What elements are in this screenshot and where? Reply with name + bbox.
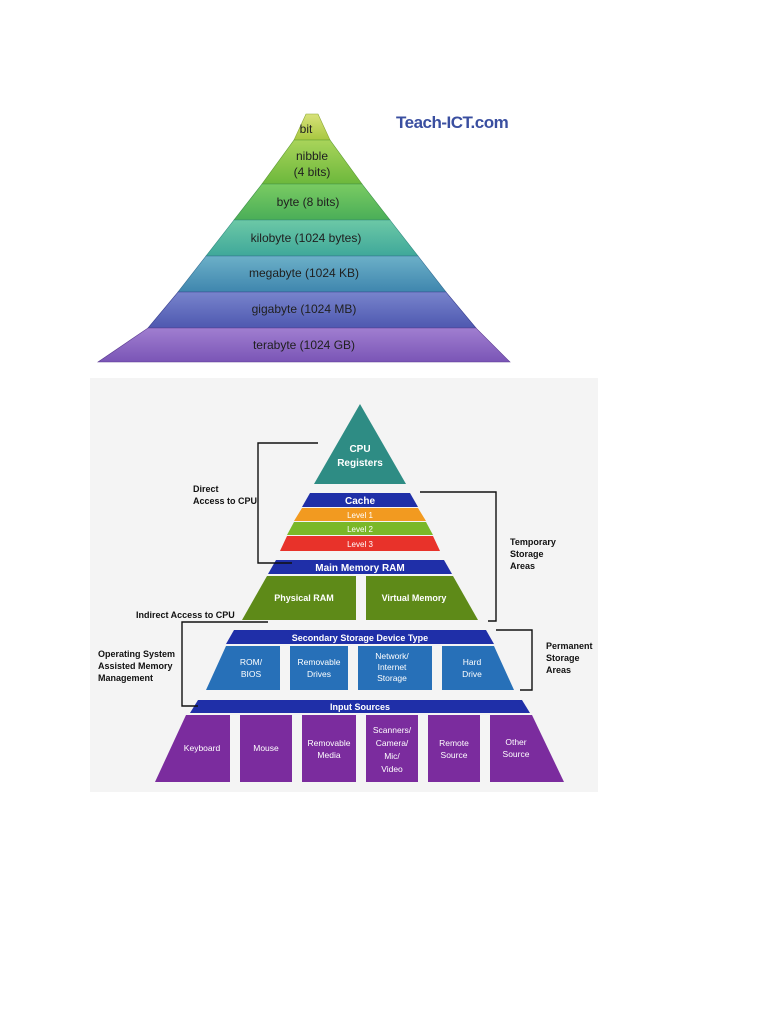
permanent-label-2: Storage <box>546 653 580 663</box>
cache-level-2-label: Level 2 <box>347 525 373 534</box>
temporary-label-3: Areas <box>510 561 535 571</box>
removable-drives-label-2: Drives <box>307 669 331 679</box>
brackets <box>181 442 533 707</box>
label-nibble-sub: (4 bits) <box>294 165 331 179</box>
permanent-label-1: Permanent <box>546 641 593 651</box>
removable-media-label-1: Removable <box>308 738 351 748</box>
os-assisted-label-2: Assisted Memory <box>98 661 173 671</box>
cache-level-3-label: Level 3 <box>347 540 373 549</box>
cpu-label-2: Registers <box>337 458 383 469</box>
direct-access-label-1: Direct <box>193 484 219 494</box>
remote-source-label-2: Source <box>441 750 468 760</box>
label-kilobyte: kilobyte (1024 bytes) <box>251 231 362 245</box>
temporary-storage-bracket <box>420 491 497 622</box>
teach-ict-logo: Teach-ICT.com <box>396 113 509 132</box>
remote-source-label-1: Remote <box>439 738 469 748</box>
network-storage-label-2: Internet <box>378 662 407 672</box>
label-terabyte: terabyte (1024 GB) <box>253 338 355 352</box>
input-sources-header <box>190 700 530 713</box>
direct-access-bracket <box>257 442 318 564</box>
removable-drives-label-1: Removable <box>298 657 341 667</box>
cache-level-1-label: Level 1 <box>347 511 373 520</box>
network-storage-label-3: Storage <box>377 673 407 683</box>
rom-bios-block <box>206 646 280 690</box>
cache-level-3 <box>280 536 440 551</box>
label-gigabyte: gigabyte (1024 MB) <box>252 302 357 316</box>
physical-ram-block <box>242 576 356 620</box>
os-assisted-label-1: Operating System <box>98 649 175 659</box>
virtual-memory-block <box>366 576 478 620</box>
permanent-label-3: Areas <box>546 665 571 675</box>
cache-header <box>302 493 418 507</box>
keyboard-block <box>155 715 230 782</box>
removable-media-label-2: Media <box>317 750 340 760</box>
keyboard-label: Keyboard <box>184 743 221 753</box>
os-assisted-label-3: Management <box>98 673 153 683</box>
secondary-storage-header <box>226 630 494 644</box>
scanners-label-2: Camera/ <box>376 738 409 748</box>
scanners-label-4: Video <box>381 764 403 774</box>
temporary-label-2: Storage <box>510 549 544 559</box>
hard-drive-label-1: Hard <box>463 657 482 667</box>
remote-source-block <box>428 715 480 782</box>
input-sources-title: Input Sources <box>330 702 390 712</box>
main-memory-title: Main Memory RAM <box>315 563 404 574</box>
mouse-label: Mouse <box>253 743 279 753</box>
network-storage-block <box>358 646 432 690</box>
other-source-block <box>490 715 564 782</box>
label-megabyte: megabyte (1024 KB) <box>249 266 359 280</box>
hard-drive-block <box>442 646 514 690</box>
other-source-label-2: Source <box>503 749 530 759</box>
secondary-storage-title: Secondary Storage Device Type <box>292 633 428 643</box>
scanners-block <box>366 715 418 782</box>
cache-level-2 <box>287 522 433 535</box>
data-units-pyramid: bit nibble (4 bits) byte (8 bits) kiloby… <box>97 113 511 363</box>
indirect-access-label: Indirect Access to CPU <box>136 610 235 620</box>
scanners-label-1: Scanners/ <box>373 725 412 735</box>
rom-bios-label-1: ROM/ <box>240 657 263 667</box>
cpu-label-1: CPU <box>349 444 370 455</box>
label-byte: byte (8 bits) <box>277 195 340 209</box>
virtual-memory-label: Virtual Memory <box>382 593 447 603</box>
direct-access-label-2: Access to CPU <box>193 496 257 506</box>
main-memory-header <box>268 560 452 574</box>
level-terabyte <box>97 327 511 363</box>
network-storage-label-1: Network/ <box>375 651 409 661</box>
cpu-registers-block <box>314 404 406 484</box>
label-nibble: nibble <box>296 149 328 163</box>
physical-ram-label: Physical RAM <box>274 593 334 603</box>
indirect-access-bracket <box>181 621 268 707</box>
cache-title: Cache <box>345 496 375 507</box>
permanent-storage-bracket <box>496 629 533 691</box>
hard-drive-label-2: Drive <box>462 669 482 679</box>
removable-media-block <box>302 715 356 782</box>
mouse-block <box>240 715 292 782</box>
scanners-label-3: Mic/ <box>384 751 400 761</box>
cache-level-1 <box>294 508 426 521</box>
label-bit: bit <box>300 122 313 136</box>
other-source-label-1: Other <box>505 737 526 747</box>
removable-drives-block <box>290 646 348 690</box>
rom-bios-label-2: BIOS <box>241 669 262 679</box>
temporary-label-1: Temporary <box>510 537 556 547</box>
